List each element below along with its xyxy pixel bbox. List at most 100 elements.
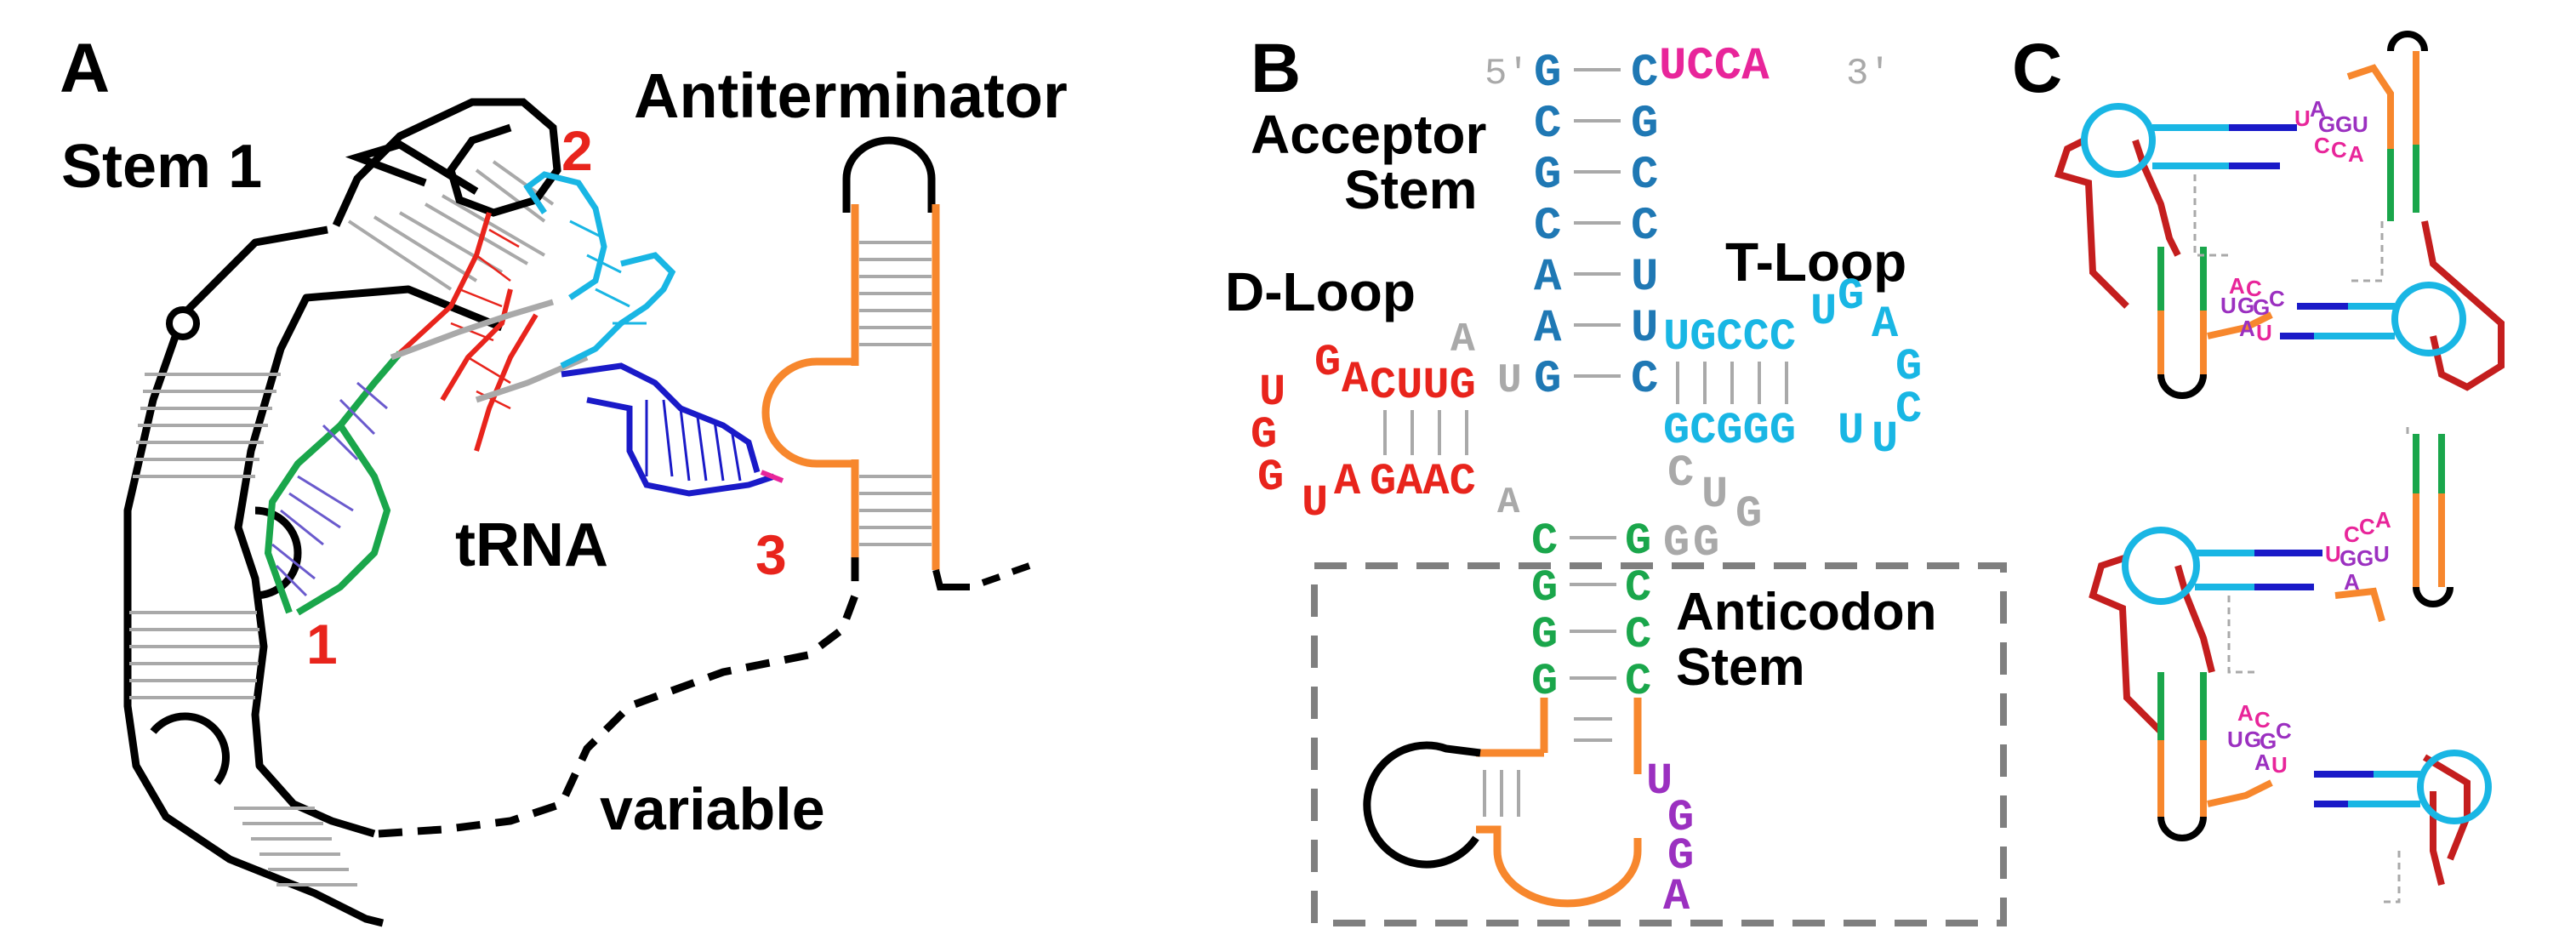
c-bot-p2-3: U — [2227, 727, 2243, 752]
c-top-black-loops — [2157, 31, 2428, 399]
acc3-base-3: C — [1631, 150, 1658, 202]
anticodon-stem-label-line2: Stem — [1676, 638, 1805, 697]
panel-c-top-structure: U A G G U C C A A C U G G C A U — [2054, 31, 2505, 399]
ac3-base-3: C — [1625, 610, 1651, 660]
stem1-label: Stem 1 — [61, 133, 262, 201]
c-bot-p2-7: A — [2254, 750, 2271, 775]
c-bot-p2-6: C — [2276, 718, 2292, 744]
t-loop-bases: U G A G C U U — [1810, 271, 1922, 465]
variable-linker-dashed — [378, 553, 859, 838]
c-bot-p2-8: U — [2271, 752, 2288, 778]
acceptor-stem-label-line1: Acceptor — [1251, 104, 1486, 165]
variable-label: variable — [600, 776, 825, 842]
panel-a-letter: A — [60, 30, 110, 107]
antiterminator-loop — [842, 136, 936, 213]
c-top-green-strands — [2157, 145, 2419, 311]
trna-3prime-magenta — [760, 470, 784, 483]
c-bottom-dashed — [2227, 425, 2409, 904]
acc5-base-2: C — [1534, 99, 1561, 151]
c-top-p1-3: G — [2318, 111, 2335, 137]
c-bot-p2-2: C — [2254, 707, 2271, 733]
c-top-pair2-letters: A C U G G C A U — [2220, 273, 2285, 345]
connector-u: U — [1497, 358, 1522, 404]
c-bot-p1-4: A — [2375, 507, 2391, 533]
d-loop-base-5: G — [1257, 453, 1284, 503]
ac3-base-2: C — [1625, 563, 1651, 613]
c-top-cyan-loop-left — [2081, 103, 2156, 178]
anticodon-base-2: G — [1667, 793, 1694, 843]
c-top-p1-1: U — [2294, 105, 2311, 131]
d-loop-base-4: G — [1251, 410, 1277, 460]
ac5-base-3: G — [1531, 610, 1558, 660]
c-top-p1-6: C — [2314, 133, 2330, 158]
stem1-inner-strand — [234, 285, 504, 838]
d-loop-base-1: G — [1314, 338, 1341, 388]
acceptor-5-strand: G C G C A A G — [1534, 48, 1562, 406]
acceptor-3-strand: C G C C U U C — [1631, 48, 1658, 406]
trna-green-rungs — [271, 381, 388, 597]
acc3-base-1: C — [1631, 48, 1658, 100]
trna-green-strand-outer — [264, 351, 403, 614]
trna-green-strand-inner — [295, 423, 391, 616]
anticodon-base-3: G — [1667, 831, 1694, 881]
d-connector-a: A — [1497, 482, 1520, 524]
c-top-p2-5: G — [2253, 294, 2270, 320]
c-top-p1-7: C — [2331, 137, 2347, 162]
d-loop-label: D-Loop — [1225, 261, 1416, 322]
d-loop-base-7: A — [1334, 457, 1361, 507]
panel-b-letter: B — [1251, 30, 1301, 107]
d-stem-top: CUUG — [1370, 361, 1476, 411]
c-top-blue-stems — [2229, 124, 2348, 339]
anticodon-pair-lines — [1570, 536, 1616, 742]
acc5-base-1: G — [1534, 48, 1561, 100]
c-top-p2-6: C — [2269, 286, 2285, 311]
trna-red-rungs — [450, 228, 520, 410]
c-bottom-red-strands — [2089, 554, 2471, 886]
anticodon-base-4: A — [1663, 872, 1690, 922]
antiterminator-tail — [932, 562, 1031, 590]
c-bottom-orange-strands — [2157, 485, 2445, 817]
c-top-p2-3: U — [2220, 293, 2237, 318]
c-top-p1-8: A — [2348, 141, 2364, 167]
trna-label: tRNA — [455, 511, 608, 579]
anticodon-stem-label-line1: Anticodon — [1676, 583, 1937, 641]
c-bottom-cyan-loop-left — [2122, 527, 2200, 605]
c-top-cyan-loop-right — [2391, 282, 2466, 356]
ac5-base-2: G — [1531, 563, 1558, 613]
connector-a: A — [1450, 317, 1475, 363]
c-bot-p1-3: C — [2359, 514, 2375, 539]
c-bot-p2-5: G — [2260, 728, 2277, 754]
c-bottom-blue-stems — [2254, 550, 2374, 807]
t-loop-base-3: A — [1872, 299, 1899, 350]
c-top-p2-8: U — [2256, 320, 2272, 345]
acc3-base-7: C — [1631, 354, 1658, 406]
antiterminator-label: Antiterminator — [634, 60, 1068, 131]
trna-red-strands — [397, 212, 539, 452]
c-top-pair1-letters: U A G G U C C A — [2294, 96, 2368, 167]
acc5-base-5: A — [1534, 252, 1562, 304]
d-loop-base-6: U — [1302, 478, 1328, 528]
anticodon-black-loop — [1363, 741, 1481, 869]
t-loop-base-5: C — [1895, 385, 1922, 435]
anticodon-base-1: U — [1646, 756, 1673, 807]
three-prime-label: 3′ — [1846, 53, 1891, 95]
stem1-rungs — [129, 160, 555, 886]
five-prime-label: 5′ — [1485, 53, 1530, 95]
d-stem-pair-lines — [1383, 410, 1468, 455]
c-bot-p1-6: G — [2357, 545, 2374, 571]
c-bottom-pair2-letters: A C U G G C A U — [2227, 700, 2292, 778]
panel-c-letter: C — [2012, 30, 2062, 107]
c-top-p1-4: G — [2335, 111, 2352, 137]
d-loop-base-2: A — [1342, 355, 1369, 405]
trna-cyan-strands — [523, 171, 676, 369]
site-number-1: 1 — [306, 613, 338, 676]
panel-c-bottom-structure: U C C A G G U A A C U G G C A U — [2089, 425, 2492, 904]
t-loop-base-7: U — [1838, 406, 1864, 456]
anticodon-5-strand: C G G G — [1531, 516, 1558, 707]
anticodon-3-strand: G C C C — [1625, 516, 1651, 707]
ac5-base-1: C — [1531, 516, 1558, 567]
c-top-p2-4: G — [2237, 293, 2254, 318]
t-stem-pair-lines — [1676, 362, 1788, 404]
acceptor-tail: UCCA — [1659, 41, 1770, 93]
